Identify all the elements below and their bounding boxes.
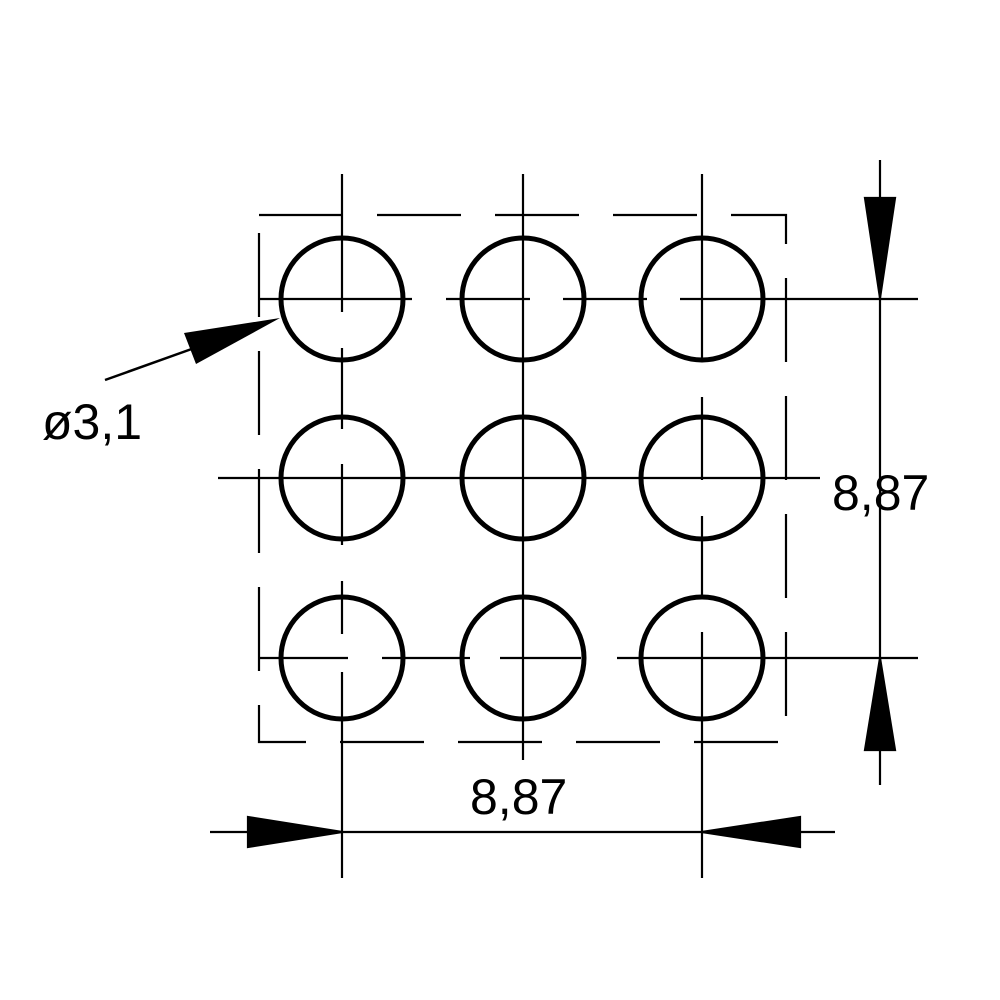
hole-circle <box>278 235 406 363</box>
arrow-down-icon <box>863 196 897 299</box>
vertical-dimension <box>863 160 897 785</box>
arrow-right-icon <box>246 815 343 849</box>
hole-circle <box>638 414 766 542</box>
hole-circle <box>278 594 406 722</box>
holes <box>278 235 766 722</box>
centerlines <box>218 174 918 878</box>
diameter-label: ø3,1 <box>42 394 143 450</box>
vertical-pitch-label: 8,87 <box>832 465 930 521</box>
arrow-left-icon <box>701 815 802 849</box>
arrow-up-icon <box>863 657 897 752</box>
leader-arrow-icon <box>184 318 280 364</box>
hole-circle <box>278 414 406 542</box>
hole-circle <box>638 235 766 363</box>
hole-circle <box>459 594 587 722</box>
horizontal-dimension <box>210 815 835 849</box>
diameter-leader <box>104 318 280 382</box>
hole-circle <box>638 594 766 722</box>
hole-circle <box>459 414 587 542</box>
hole-circle <box>459 235 587 363</box>
horizontal-pitch-label: 8,87 <box>470 769 568 825</box>
